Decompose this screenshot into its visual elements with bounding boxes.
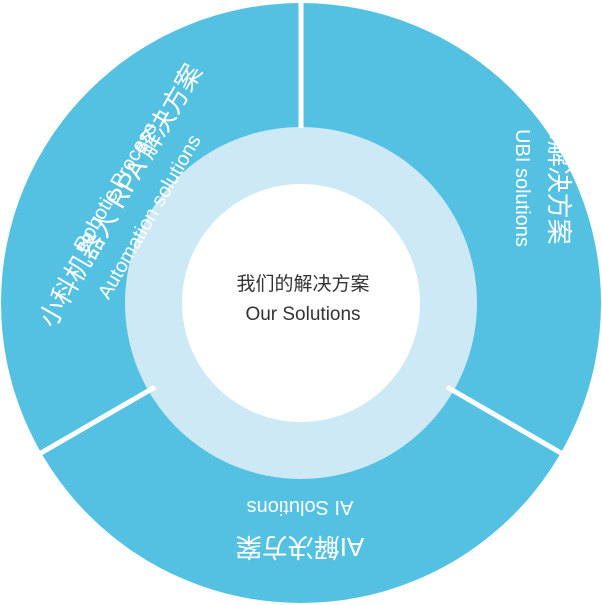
segment-ai-label-cn: AI解决方案 — [236, 532, 365, 562]
segment-ubi-label-en: UBI solutions — [511, 129, 533, 247]
divider-right — [445, 384, 563, 456]
center-circle — [182, 184, 420, 422]
center-title-cn: 我们的解决方案 — [236, 273, 369, 295]
center-title-en: Our Solutions — [245, 304, 360, 325]
segment-ai-label-en: AI Solutions — [247, 496, 354, 518]
segment-ubi-label-cn: UBI解决方案 — [544, 97, 574, 244]
divider-left — [39, 384, 157, 456]
